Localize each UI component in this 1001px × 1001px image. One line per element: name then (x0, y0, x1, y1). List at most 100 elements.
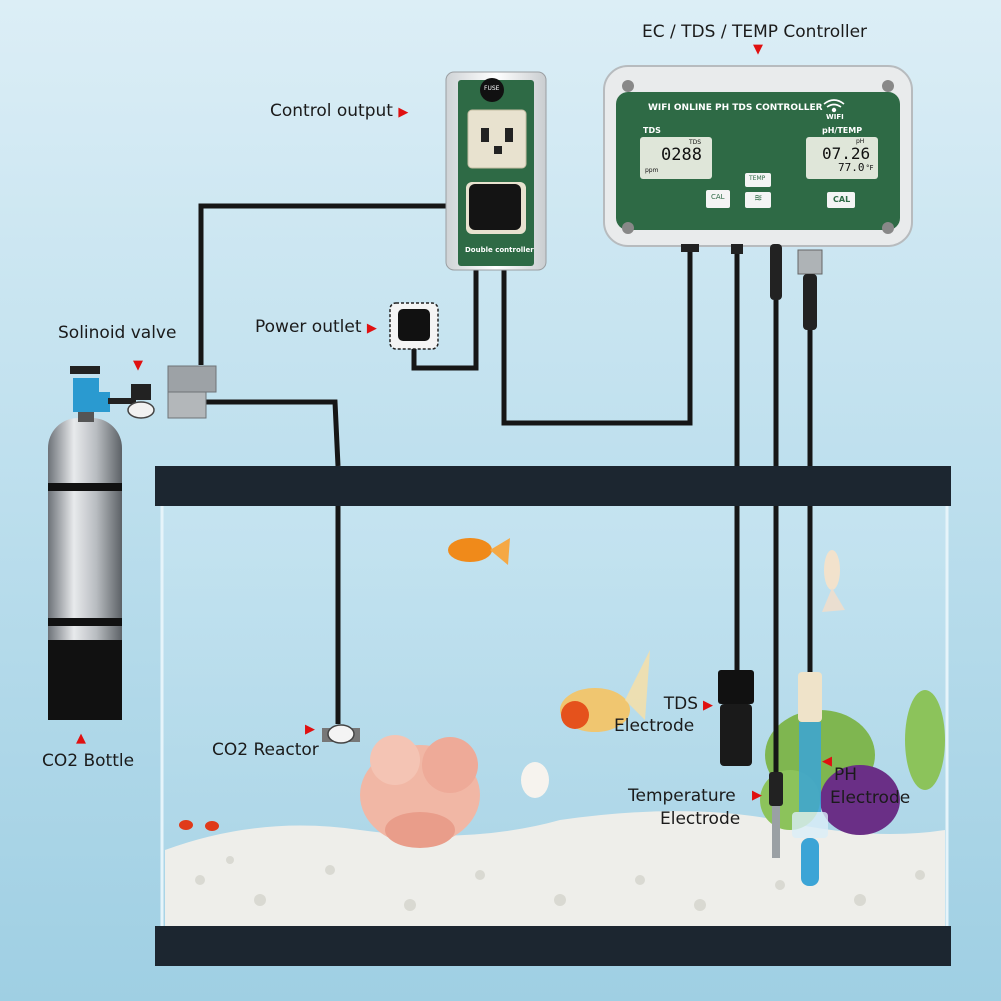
fish-gold-middle (560, 650, 650, 732)
connector-power (681, 244, 699, 252)
ph-lcd-value: 07.26 (822, 144, 871, 163)
label-control-output-text: Control output (270, 101, 393, 121)
wifi-button (745, 192, 771, 208)
temp-lcd-unit: °F (866, 164, 874, 172)
bottle-band-bottom (48, 618, 122, 626)
controller-wifi-label: WIFI (826, 113, 844, 121)
label-temp-electrode-1: Temperature (628, 786, 736, 806)
cables (198, 203, 813, 772)
ph-display-label: pH/TEMP (822, 126, 863, 135)
cable-power-outlet (411, 270, 479, 371)
cal-left-label: CAL (711, 193, 725, 201)
tank-bottom-frame (155, 926, 951, 966)
reactor-cap (327, 724, 355, 744)
ph-electrode-holder (792, 812, 828, 838)
ph-lcd (806, 137, 878, 179)
cal-right-label: CAL (833, 195, 851, 204)
gravel-dots (195, 856, 925, 911)
label-co2-reactor: CO2 Reactor (212, 740, 319, 760)
ec-tds-temp-controller (603, 65, 913, 330)
valve-regulator (73, 378, 99, 412)
arrow-controller: ▼ (753, 42, 763, 57)
solenoid-valve (127, 365, 217, 419)
cable-controller-power (501, 250, 693, 426)
arrow-power-outlet: ▶ (366, 321, 377, 336)
co2-tube-top (198, 399, 341, 467)
ph-electrode-body (799, 722, 821, 812)
arrow-co2-reactor: ▶ (305, 722, 315, 737)
universal-socket (467, 109, 527, 169)
fish-orange-top (448, 538, 510, 565)
connector-ph-bnc (797, 249, 823, 275)
ph-lcd-small: pH (856, 138, 865, 145)
temp-button (745, 173, 771, 187)
valve-side (96, 392, 110, 412)
arrow-tds-electrode: ▶ (703, 698, 713, 713)
label-power-outlet-text: Power outlet (255, 317, 362, 337)
valve-pipe (108, 398, 136, 404)
co2-bottle (48, 366, 136, 720)
cal-right-button (827, 192, 855, 208)
aquarium-tank (155, 466, 951, 966)
label-ph-electrode-2: Electrode (830, 788, 911, 808)
temp-electrode-probe (772, 806, 780, 858)
fish-small-right (822, 550, 845, 612)
bottle-band-top (48, 483, 122, 491)
plug-head (469, 184, 521, 230)
tds-electrode-cap (718, 670, 754, 704)
co2-reactor (322, 724, 360, 744)
arrow-ph-electrode: ◀ (822, 754, 832, 769)
tds-lcd-unit: ppm (645, 167, 659, 174)
tds-lcd-value: 0288 (661, 145, 702, 165)
cable-output-to-valve (198, 203, 464, 365)
label-ph-electrode-1: PH (834, 765, 858, 785)
solenoid-disk (127, 401, 155, 419)
temp-electrode-boot (769, 772, 783, 806)
temp-lcd-value: 77.0 (838, 161, 865, 174)
label-solenoid-valve: Solinoid valve (58, 323, 177, 343)
controller-panel-title: WIFI ONLINE PH TDS CONTROLLER (648, 103, 823, 113)
valve-handle (70, 366, 100, 374)
tds-lcd-small: TDS (689, 139, 702, 146)
control-output-box (445, 71, 547, 271)
label-tds-electrode-1: TDS (663, 694, 698, 714)
power-outlet (389, 302, 439, 350)
screw-bl (622, 222, 634, 234)
temperature-electrode (769, 772, 783, 858)
coral-pink (360, 735, 480, 848)
socket-hole-r (505, 128, 513, 142)
tds-electrode-body (720, 704, 752, 766)
ph-electrode-cap (798, 672, 822, 722)
arrow-solenoid-valve: ▼ (133, 358, 143, 373)
label-controller: EC / TDS / TEMP Controller (642, 22, 867, 42)
arrow-temp-electrode: ▶ (752, 788, 762, 803)
screw-tl (622, 80, 634, 92)
fuse-label: FUSE (484, 85, 500, 92)
cal-left-button (706, 190, 730, 208)
temp-button-label: TEMP (749, 175, 766, 182)
ph-electrode-tip (801, 838, 819, 886)
bottle-base (48, 640, 122, 720)
label-temp-electrode-2: Electrode (660, 809, 741, 829)
label-controller-text: EC / TDS / TEMP Controller (642, 22, 868, 42)
wifi-button-icon: ≋ (754, 193, 763, 204)
screw-br (882, 222, 894, 234)
outlet-plug (398, 309, 430, 341)
output-box-bottom-label: Double controller (465, 246, 534, 254)
tank-gravel (165, 811, 945, 928)
tds-display-label: TDS (643, 126, 661, 135)
ph-electrode (792, 672, 828, 886)
arrow-co2-bottle: ▲ (76, 731, 86, 746)
arrow-control-output: ▶ (398, 105, 409, 120)
connector-temp (770, 244, 782, 300)
solenoid-coil (131, 384, 151, 400)
solenoid-block-bottom (167, 391, 207, 419)
label-tds-electrode-2: Electrode (614, 716, 695, 736)
socket-hole-l (481, 128, 489, 142)
wifi-icon (823, 99, 845, 113)
tds-electrode (718, 670, 754, 766)
label-control-output: Control output ▶ (270, 101, 408, 121)
connector-tds (731, 244, 743, 254)
